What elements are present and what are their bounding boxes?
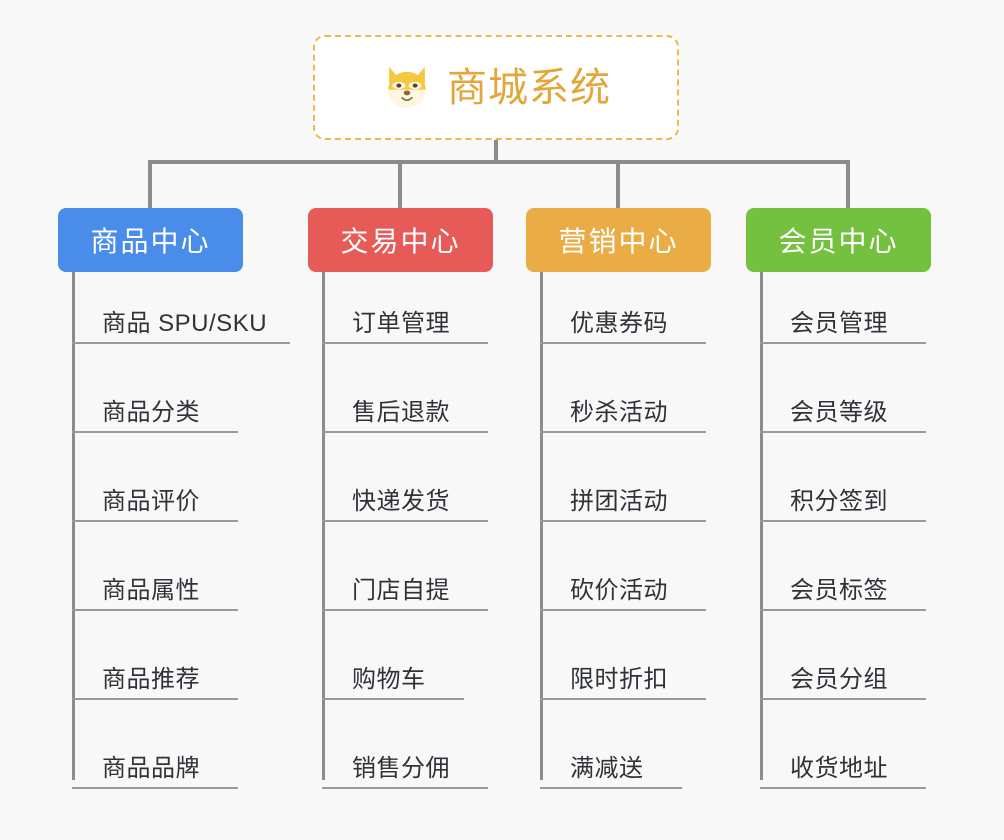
branch-marketing-center: 营销中心 优惠券码 秒杀活动 拼团活动 砍价活动 限时折扣 满减送 [526, 208, 756, 789]
leaf-label: 满减送 [570, 755, 644, 782]
leaf-label: 商品推荐 [102, 666, 200, 693]
leaf-label: 拼团活动 [570, 488, 668, 515]
leaf-label: 限时折扣 [570, 666, 668, 693]
leaf-label: 购物车 [352, 666, 426, 693]
connector-drop-marketing-center [616, 160, 620, 208]
branch-spine-member-center [760, 272, 763, 780]
branch-spine-product-center [72, 272, 75, 780]
leaf-underline [540, 698, 706, 700]
leaf-label: 销售分佣 [352, 755, 450, 782]
leaf-underline [322, 609, 488, 611]
leaf-underline [760, 520, 926, 522]
leaf-label: 会员分组 [790, 666, 888, 693]
leaf-underline [72, 698, 238, 700]
leaf-underline [72, 787, 238, 789]
leaf-underline [540, 609, 706, 611]
branch-spine-trade-center [322, 272, 325, 780]
branch-spine-marketing-center [540, 272, 543, 780]
leaf-underline [322, 431, 488, 433]
leaf-underline [72, 520, 238, 522]
leaf-label: 商品评价 [102, 488, 200, 515]
leaf-label: 门店自提 [352, 577, 450, 604]
leaf-underline [760, 698, 926, 700]
leaf-underline [540, 787, 682, 789]
connector-drop-trade-center [398, 160, 402, 208]
leaf-underline [540, 342, 706, 344]
leaf-label: 商品分类 [102, 399, 200, 426]
connector-root-stem [494, 140, 498, 164]
leaf-underline [540, 520, 706, 522]
leaf-label: 快递发货 [352, 488, 450, 515]
branch-title-product-center: 商品中心 [90, 226, 211, 257]
leaf-underline [322, 698, 464, 700]
branch-header-product-center[interactable]: 商品中心 [58, 208, 243, 272]
leaf-label: 商品属性 [102, 577, 200, 604]
leaf-underline [540, 431, 706, 433]
leaf-underline [322, 520, 488, 522]
connector-drop-member-center [846, 160, 850, 208]
branch-trade-center: 交易中心 订单管理 售后退款 快递发货 门店自提 购物车 销售分佣 [308, 208, 538, 789]
leaf-label: 收货地址 [790, 755, 888, 782]
connector-bus [148, 160, 850, 164]
leaf-label: 订单管理 [352, 310, 450, 337]
leaf-underline [72, 431, 238, 433]
leaf-underline [322, 787, 488, 789]
branch-header-marketing-center[interactable]: 营销中心 [526, 208, 711, 272]
branch-product-center: 商品中心 商品 SPU/SKU 商品分类 商品评价 商品属性 商品推荐 商品品牌 [58, 208, 308, 789]
branch-title-trade-center: 交易中心 [340, 226, 461, 257]
leaf-label: 优惠券码 [570, 310, 668, 337]
root-title: 商城系统 [447, 65, 611, 110]
branch-title-member-center: 会员中心 [778, 226, 899, 257]
leaf-underline [760, 431, 926, 433]
branch-member-center: 会员中心 会员管理 会员等级 积分签到 会员标签 会员分组 收货地址 [746, 208, 976, 789]
leaf-label: 商品品牌 [102, 755, 200, 782]
leaf-underline [322, 342, 488, 344]
leaf-underline [72, 609, 238, 611]
leaf-label: 积分签到 [790, 488, 888, 515]
leaf-label: 会员管理 [790, 310, 888, 337]
leaf-underline [760, 609, 926, 611]
shiba-dog-face-icon [388, 66, 426, 107]
leaf-label: 秒杀活动 [570, 399, 668, 426]
leaf-label: 会员等级 [790, 399, 888, 426]
leaf-label: 砍价活动 [570, 577, 668, 604]
branch-header-trade-center[interactable]: 交易中心 [308, 208, 493, 272]
leaf-label: 售后退款 [352, 399, 450, 426]
connector-drop-product-center [148, 160, 152, 208]
leaf-underline [760, 342, 926, 344]
leaf-underline [72, 342, 290, 344]
root-node[interactable]: 商城系统 [313, 35, 679, 140]
leaf-label: 会员标签 [790, 577, 888, 604]
branch-title-marketing-center: 营销中心 [558, 226, 679, 257]
branch-header-member-center[interactable]: 会员中心 [746, 208, 931, 272]
leaf-underline [760, 787, 926, 789]
leaf-label: 商品 SPU/SKU [102, 310, 268, 337]
